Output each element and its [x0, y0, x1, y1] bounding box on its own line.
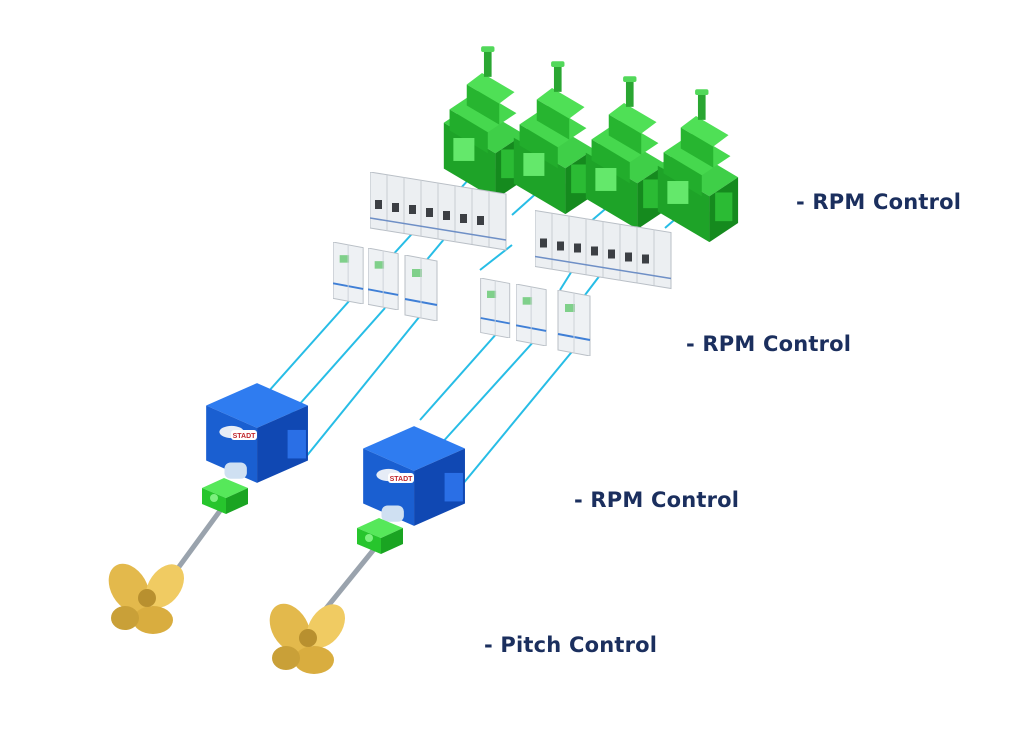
motor-badge-text-port: STADT [233, 433, 257, 440]
generator-set-2 [513, 61, 595, 215]
switchboard-starboard [535, 209, 672, 290]
generator-set-4 [657, 89, 739, 243]
propulsion-motor-starboard [363, 426, 465, 526]
drive-cabinet-6 [556, 290, 592, 356]
drive-cabinet-2 [368, 248, 400, 310]
gearbox-starboard [357, 518, 403, 554]
motor-badge-starboard [388, 473, 414, 483]
generator-set-3 [585, 76, 667, 230]
label-pitch-control: - Pitch Control [484, 633, 658, 657]
generator-set-1 [443, 46, 525, 200]
propellers [105, 558, 351, 674]
drive-cabinet-3 [403, 255, 439, 321]
motor-badge-text-starboard: STADT [390, 476, 414, 483]
propulsion-motor-port [206, 383, 308, 483]
label-drive-rpm-control: - RPM Control [686, 332, 852, 356]
propeller-starboard [265, 598, 351, 674]
propulsion-motors: STADT STADT [206, 383, 465, 526]
propeller-shafts [159, 505, 378, 625]
drive-cabinet-5 [516, 284, 548, 346]
propeller-port [105, 558, 189, 634]
drive-cabinet-4 [480, 278, 511, 338]
gearbox-port [202, 478, 248, 514]
label-motor-rpm-control: - RPM Control [574, 488, 740, 512]
motor-badge-port [231, 430, 257, 440]
drive-cabinet-1 [333, 242, 365, 304]
label-generator-rpm-control: - RPM Control [796, 190, 962, 214]
